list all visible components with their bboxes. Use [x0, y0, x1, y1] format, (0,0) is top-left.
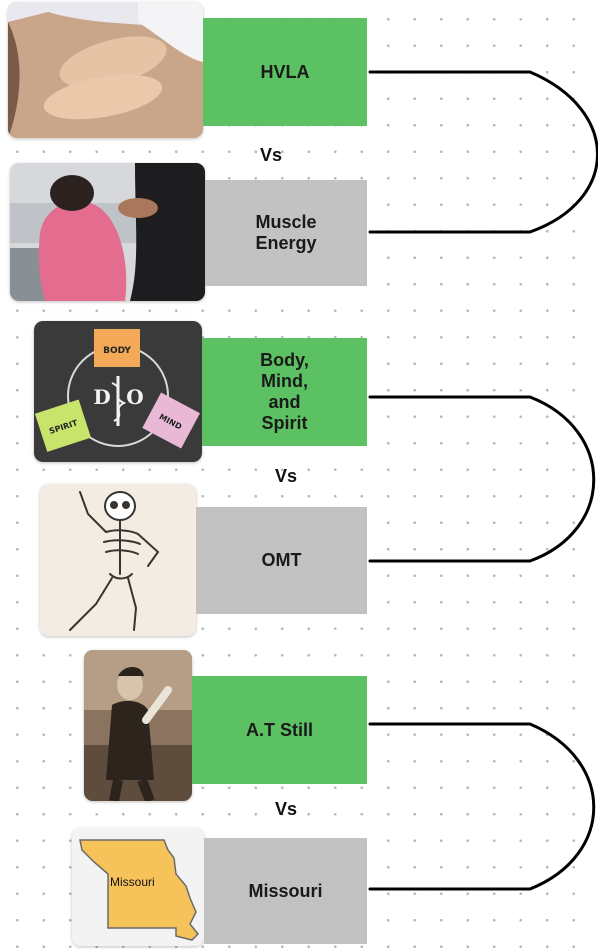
muscle-energy-box: Muscle Energy: [205, 180, 367, 286]
chalk-o: O: [126, 385, 143, 409]
missouri-box: Missouri: [204, 838, 367, 944]
body-mind-spirit-chalkboard: BODY SPIRIT MIND D O: [34, 321, 202, 462]
missouri-label: Missouri: [248, 880, 323, 901]
hvla-label: HVLA: [260, 61, 310, 82]
hvla-box: HVLA: [203, 18, 367, 126]
vs-label-2: Vs: [275, 466, 298, 486]
spirit-note: SPIRIT: [34, 399, 92, 452]
at-still-label: A.T Still: [246, 719, 313, 740]
connector-pair-1: [368, 70, 598, 234]
connector-pair-3: [368, 722, 596, 891]
note-body-text: BODY: [103, 346, 131, 356]
muscle-energy-photo: [10, 163, 205, 301]
skeleton-drawing: [40, 484, 196, 636]
chalk-d: D: [93, 385, 110, 409]
omt-box: OMT: [196, 507, 367, 614]
at-still-photo: [84, 650, 192, 801]
mind-note: MIND: [142, 392, 200, 449]
omt-label: OMT: [261, 550, 302, 570]
missouri-shape: [79, 839, 200, 941]
body-note: BODY: [94, 329, 140, 367]
hvla-photo: [8, 2, 203, 138]
muscle-energy-label: Muscle Energy: [255, 212, 317, 253]
vs-label-3: Vs: [275, 799, 298, 819]
body-mind-spirit-box: Body, Mind, and Spirit: [202, 338, 367, 446]
body-mind-spirit-label: Body, Mind, and Spirit: [260, 350, 309, 433]
connector-pair-2: [368, 395, 596, 563]
at-still-box: A.T Still: [192, 676, 367, 784]
map-state-label: Missouri: [110, 875, 155, 889]
vs-label-1: Vs: [260, 145, 283, 165]
missouri-map: Missouri: [72, 828, 204, 946]
